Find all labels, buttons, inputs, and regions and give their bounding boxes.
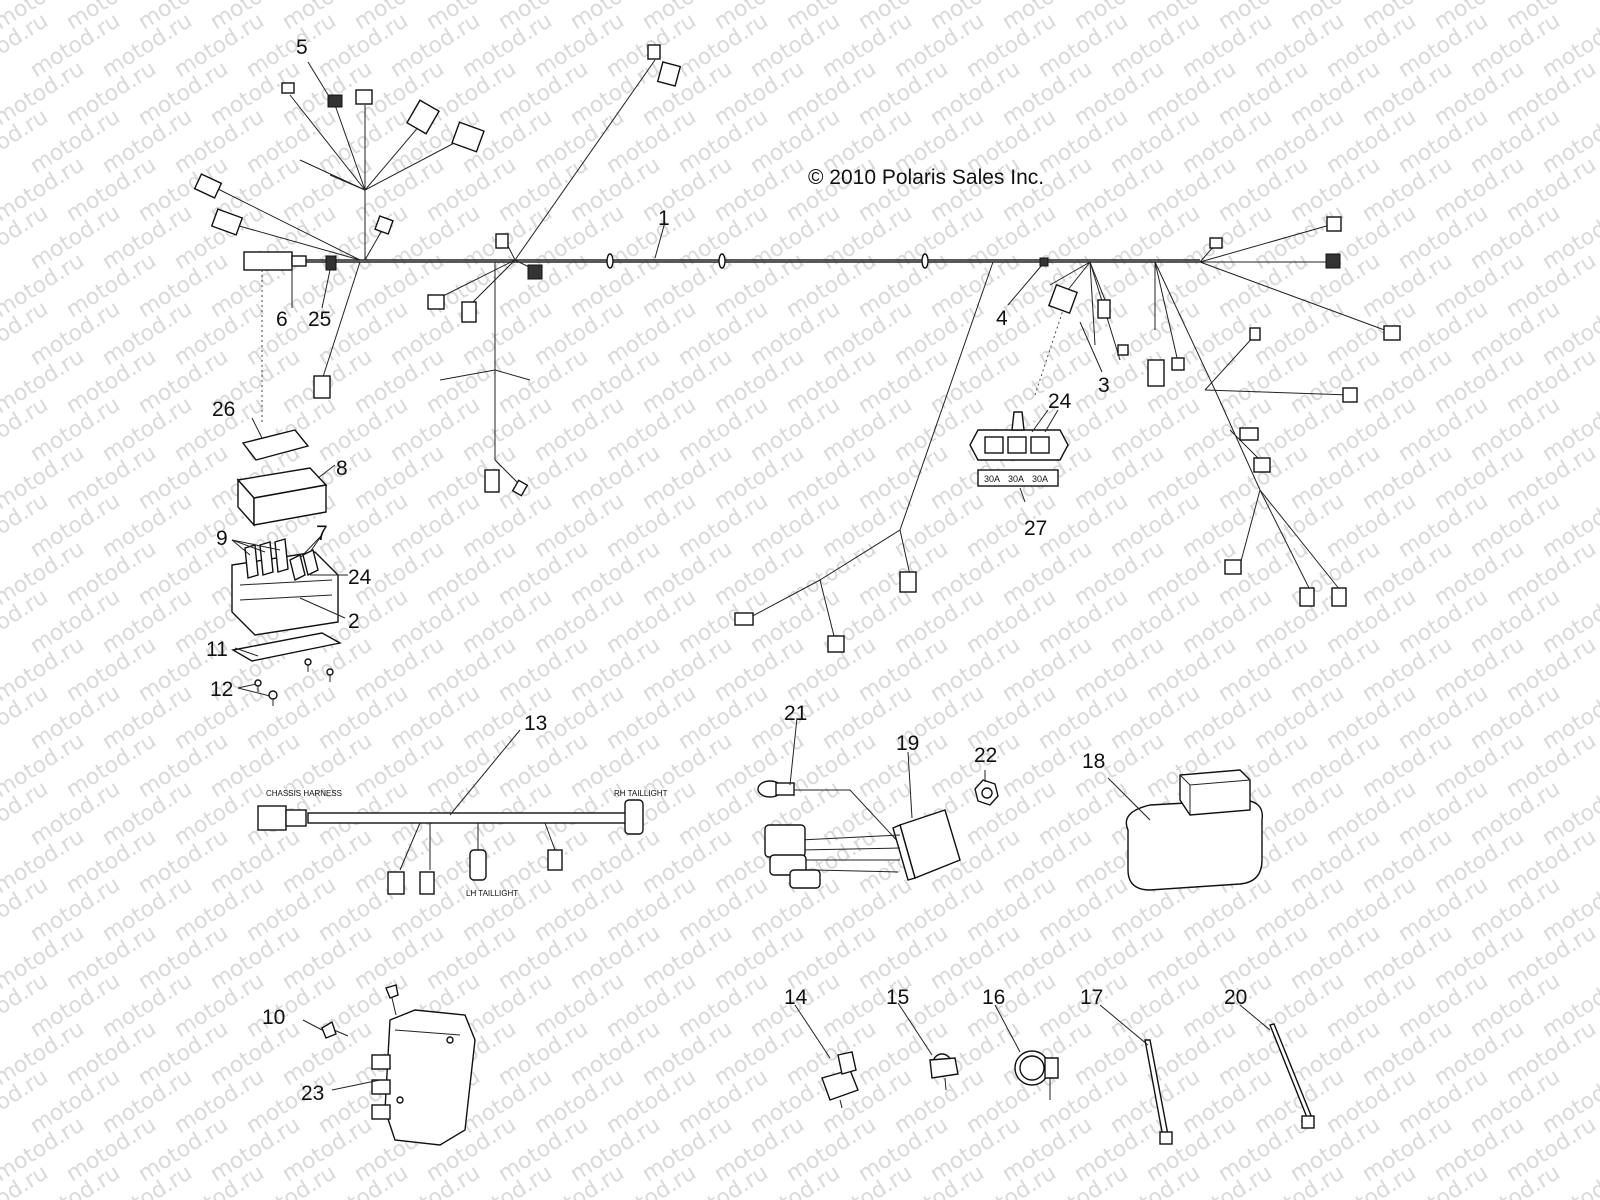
ecu-23 (371, 984, 476, 1146)
callout-20: 20 (1224, 986, 1247, 1009)
push-rivet-21 (757, 780, 795, 798)
nut-22 (974, 779, 999, 806)
screws (254, 679, 278, 706)
cable-tie-17 (1144, 1039, 1173, 1145)
callout-4: 4 (996, 307, 1008, 330)
callout-27: 27 (1024, 517, 1047, 540)
clip-14 (821, 1051, 859, 1109)
callout-11: 11 (206, 638, 228, 661)
callout-3: 3 (1098, 374, 1110, 397)
fuse-box-cover (236, 467, 328, 527)
clip-15 (929, 1053, 959, 1091)
mounting-bracket (231, 632, 342, 682)
taillight-harness: CHASSIS HARNESS RH TAILLIGHT LH TAILLIGH… (257, 789, 668, 898)
main-harness (193, 44, 1401, 653)
callout-26: 25 (308, 308, 331, 331)
callout-6: 6 (276, 308, 288, 331)
fuse-rating-2: 30A (1008, 474, 1024, 484)
callout-9: 9 (216, 527, 228, 550)
callout-22: 22 (974, 744, 997, 767)
component-18 (1125, 769, 1264, 891)
fuse-holder-24 (969, 411, 1069, 461)
callouts: 5 1 6 25 4 3 24 27 26 8 9 7 24 2 11 12 1… (206, 36, 1247, 1105)
fuse-decal-27: 30A 30A 30A (977, 469, 1059, 487)
push-rivet-10 (321, 1020, 349, 1039)
callout-1: 1 (658, 207, 670, 230)
callout-17: 17 (1080, 986, 1103, 1009)
callout-24-right: 24 (1048, 390, 1072, 413)
callout-25: 26 (212, 398, 235, 421)
callout-7: 7 (316, 522, 328, 545)
callout-12: 12 (210, 678, 233, 701)
lh-taillight-label: LH TAILLIGHT (466, 889, 518, 898)
copyright-notice: © 2010 Polaris Sales Inc. (808, 166, 1044, 189)
callout-14: 14 (784, 986, 808, 1009)
fuse-decal (241, 429, 310, 461)
fuse-rating-1: 30A (984, 474, 1000, 484)
leader-lines (231, 61, 1271, 1091)
callout-10: 10 (262, 1006, 285, 1029)
callout-23: 23 (301, 1082, 324, 1105)
callout-24-left: 24 (348, 566, 372, 589)
callout-5: 5 (296, 36, 308, 59)
callout-16: 16 (982, 986, 1005, 1009)
rh-taillight-label: RH TAILLIGHT (614, 789, 668, 798)
callout-21: 21 (784, 702, 807, 725)
callout-2: 2 (348, 610, 360, 633)
callout-8: 8 (336, 457, 348, 480)
relay-bracket-assembly (764, 789, 961, 889)
callout-18: 18 (1082, 750, 1105, 773)
clip-16 (1014, 1050, 1059, 1100)
chassis-harness-label: CHASSIS HARNESS (266, 789, 342, 798)
callout-15: 15 (886, 986, 909, 1009)
callout-13: 13 (524, 712, 547, 735)
cable-tie-20 (1269, 1023, 1315, 1129)
fuse-rating-3: 30A (1032, 474, 1048, 484)
callout-19: 19 (896, 732, 919, 755)
relay-fuse-box (231, 538, 339, 636)
